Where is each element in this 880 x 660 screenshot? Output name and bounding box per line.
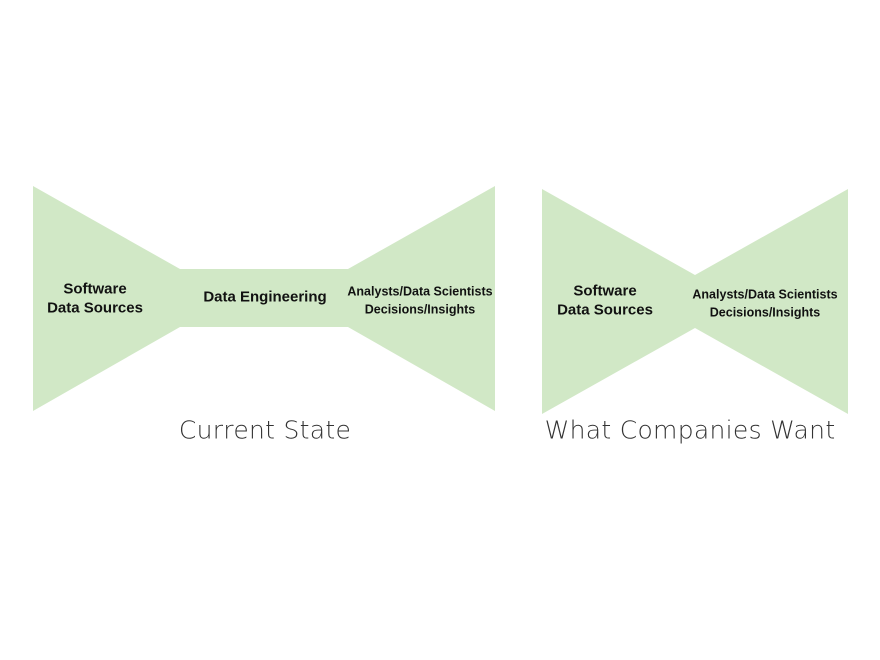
current-state-shape xyxy=(33,186,495,411)
current-state-engineering-label: Data Engineering xyxy=(203,288,327,306)
current-state-caption: Current State xyxy=(178,415,352,445)
current-state-sources-line2: Data Sources xyxy=(47,299,143,316)
desired-state-insights-label: Analysts/Data Scientists Decisions/Insig… xyxy=(692,287,837,322)
desired-state-caption: What Companies Want xyxy=(544,415,836,445)
current-state-insights-line1: Analysts/Data Scientists xyxy=(347,284,493,299)
current-state-insights-label: Analysts/Data Scientists Decisions/Insig… xyxy=(347,284,492,319)
desired-state-sources-line1: Software xyxy=(573,282,637,300)
current-state-insights-line2: Decisions/Insights xyxy=(364,302,476,316)
current-state-sources-line1: Software xyxy=(63,280,127,298)
desired-state-sources-line2: Data Sources xyxy=(557,301,653,318)
current-state-sources-label: Software Data Sources xyxy=(47,280,143,318)
desired-state-insights-line2: Decisions/Insights xyxy=(709,305,821,319)
desired-state-insights-line1: Analysts/Data Scientists xyxy=(692,287,838,302)
desired-state-sources-label: Software Data Sources xyxy=(557,282,653,320)
desired-state-shape xyxy=(542,189,848,414)
